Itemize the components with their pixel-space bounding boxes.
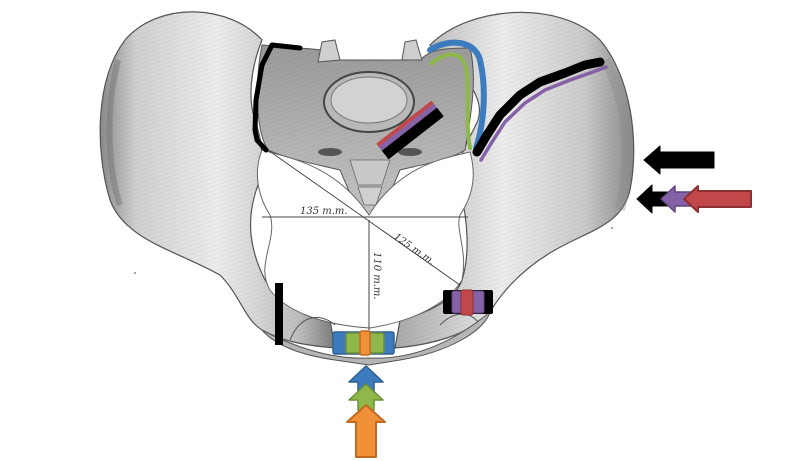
sacral-promontory-band — [376, 100, 444, 160]
sacral-ala-outline — [252, 42, 303, 153]
pubic-symphysis-marker — [332, 330, 395, 356]
arrow-bottom[interactable] — [346, 365, 386, 458]
arrow-right-top[interactable] — [643, 145, 715, 175]
transverse-label: 135 m.m. — [300, 206, 348, 217]
iliac-crest-line — [472, 57, 608, 162]
sacrum — [256, 39, 474, 223]
pelvic-inlet — [256, 149, 474, 329]
sacroiliac-curve — [427, 39, 487, 151]
arrow-right-bottom[interactable] — [636, 184, 752, 214]
left-ramus-bar — [275, 283, 283, 345]
conjugate-label: 110 m.m. — [371, 252, 382, 300]
right-pubic-ramus-marker — [443, 289, 493, 316]
